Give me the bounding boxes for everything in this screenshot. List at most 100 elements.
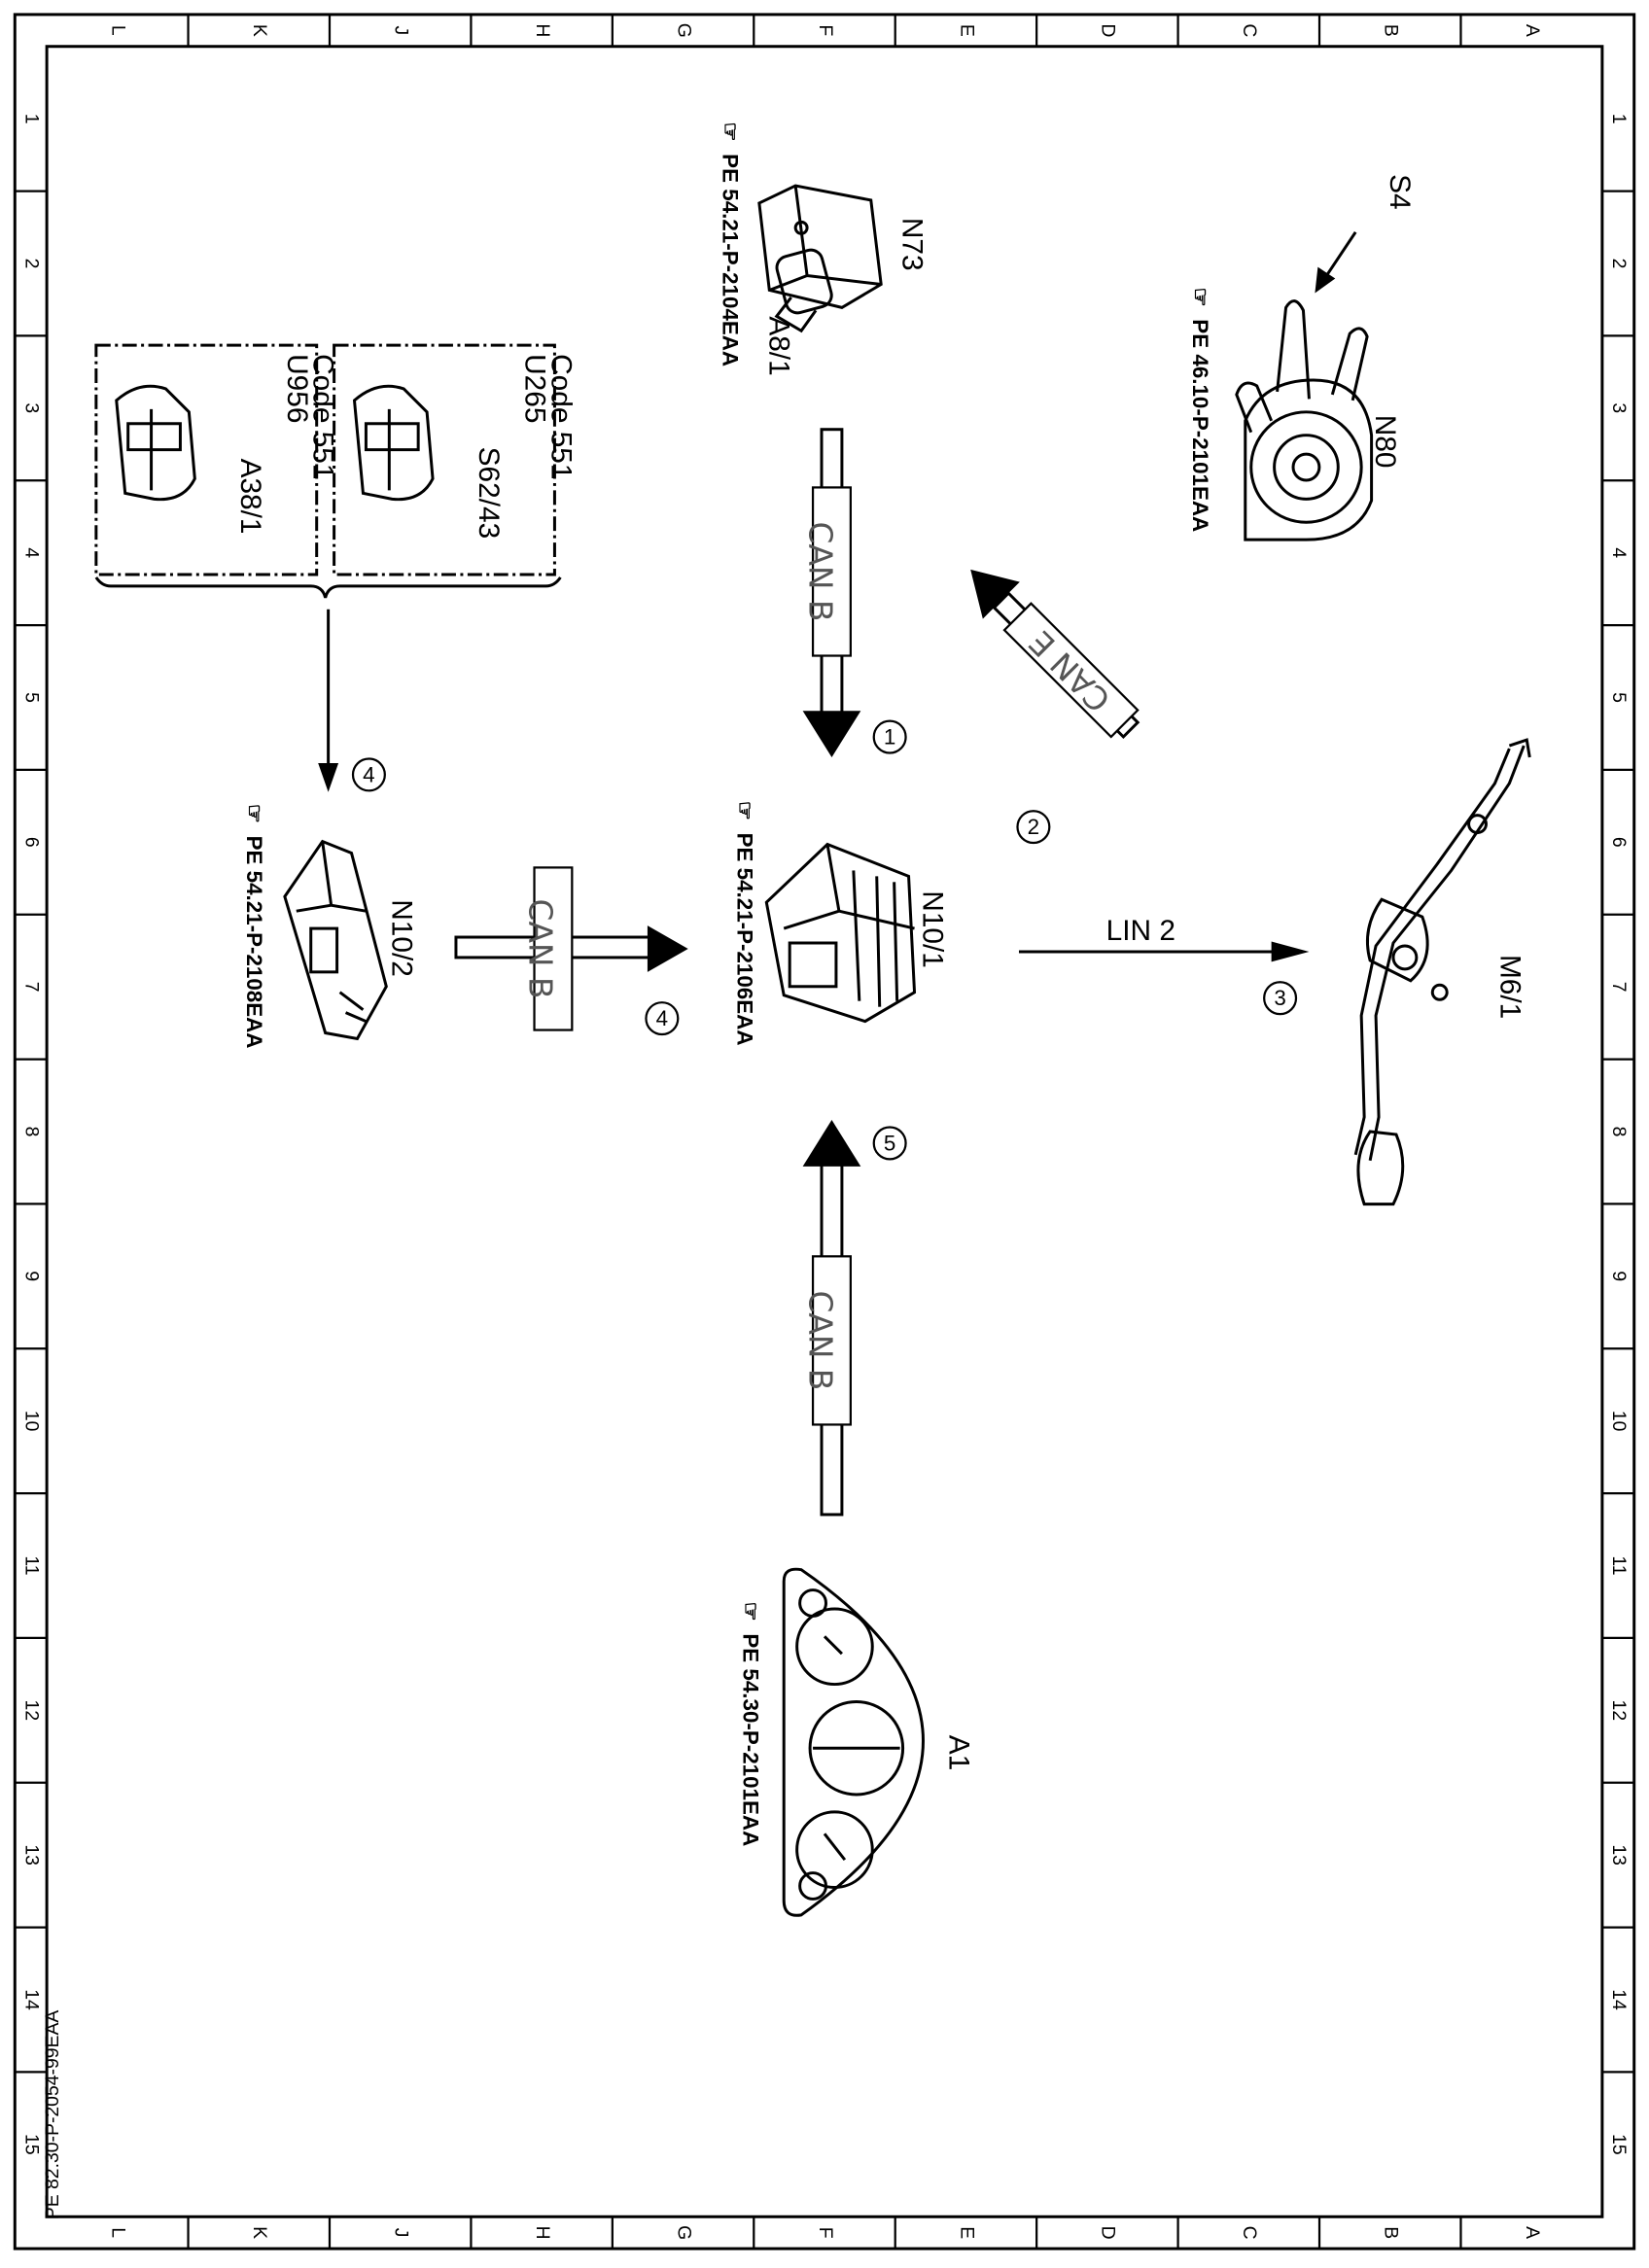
- bus-label: LIN 2: [1106, 915, 1175, 947]
- connection-number-badge: [1016, 810, 1051, 845]
- grid-column-label: F: [815, 24, 836, 36]
- a38-1-box: [94, 343, 319, 576]
- a38-1-code-line1: Code 551: [307, 354, 339, 479]
- optional-equipment-group: Code 551 U265 S62/43 Code 551 U956 A38/1…: [94, 343, 577, 792]
- grid-row-label: 15: [21, 2134, 43, 2155]
- outer-border: [13, 13, 1636, 2251]
- n10-1-icon: [764, 842, 917, 1024]
- grid-row-label: 2: [21, 259, 43, 269]
- grid-column-label: H: [532, 2226, 553, 2240]
- bus-arrowhead: [647, 925, 688, 972]
- bus-arrowhead: [802, 1120, 861, 1167]
- connection-5: CAN B 5: [802, 1120, 907, 1517]
- grid-row-label: 5: [21, 692, 43, 703]
- connection-number: 3: [1274, 986, 1285, 1010]
- connection-number-badge: [1263, 981, 1298, 1016]
- a38-1-code-line2: U956: [281, 354, 313, 423]
- connection-number: 4: [656, 1006, 668, 1030]
- connection-number-badge: [872, 719, 907, 754]
- s62-43-code-line2: U265: [519, 354, 551, 423]
- grid-row-label: 8: [1608, 1127, 1630, 1137]
- grid-column-label: C: [1239, 2226, 1260, 2240]
- grid-row-label: 1: [21, 114, 43, 124]
- n10-2-sam-module: N10/2 ☞ PE 54.21-P-2108EAA: [242, 804, 417, 1049]
- grid-row-label: 11: [21, 1555, 43, 1575]
- grid-row-label: 7: [21, 982, 43, 993]
- connection-1: CAN B 1: [802, 428, 907, 757]
- bus-label-box: [533, 866, 574, 1031]
- connection-number-badge: [872, 1126, 907, 1161]
- n10-1-label: N10/1: [916, 890, 948, 968]
- group-brace: [94, 576, 562, 599]
- bus-label-box: [811, 486, 852, 657]
- s4-pointer-line: [1325, 230, 1357, 277]
- connection-number: 5: [884, 1131, 895, 1155]
- grid-column-label: D: [1098, 2226, 1119, 2240]
- s62-43-label: S62/43: [473, 447, 505, 540]
- connection-2: CAN E 2: [970, 569, 1140, 845]
- bus-label: CAN B: [522, 899, 559, 999]
- a38-1-icon: [115, 384, 196, 502]
- grid-column-label: A: [1522, 24, 1543, 37]
- grid-column-label: B: [1381, 2226, 1402, 2239]
- m6-1-wiper-motor: M6/1: [1353, 738, 1531, 1206]
- bus-arrowhead: [802, 711, 861, 757]
- s62-43-box: [333, 343, 556, 576]
- grid-row-label: 13: [21, 1844, 43, 1866]
- a1-instrument-cluster: A1 ☞ PE 54.30-P-2101EAA: [738, 1567, 974, 1917]
- grid-column-label: B: [1381, 24, 1402, 37]
- n80-ref: PE 46.10-P-2101EAA: [1188, 319, 1212, 532]
- m6-1-label: M6/1: [1493, 955, 1526, 1019]
- hand-pointer-icon: ☞: [732, 801, 756, 820]
- inner-border: [45, 45, 1604, 2218]
- grid-column-label: G: [673, 23, 694, 38]
- grid-row-label: 2: [1608, 259, 1630, 269]
- grid-row-label: 12: [21, 1700, 43, 1722]
- a38-1-label: A38/1: [234, 459, 266, 535]
- grid-row-label: 11: [1608, 1555, 1630, 1575]
- grid-column-label: J: [391, 25, 412, 35]
- grid-row-label: 7: [1608, 982, 1630, 993]
- connection-4: CAN B 4: [454, 866, 688, 1036]
- grid-row-label: 12: [1608, 1700, 1630, 1722]
- grid-column-label: J: [391, 2228, 412, 2238]
- side-connection-badge: [351, 757, 386, 792]
- connection-3: LIN 2 3: [1018, 915, 1310, 1016]
- connection-number: 2: [1028, 815, 1039, 839]
- grid-row-label: 6: [1608, 837, 1630, 848]
- grid-column-label: D: [1098, 23, 1119, 37]
- connection-number: 1: [884, 725, 895, 750]
- n10-1-sam-module: N10/1 ☞ PE 54.21-P-2106EAA: [732, 801, 948, 1046]
- grid-column-label: E: [956, 2226, 977, 2239]
- grid-row-label: 14: [21, 1989, 43, 2010]
- connection-number-badge: [645, 1001, 680, 1036]
- grid-row-label: 14: [1608, 1989, 1630, 2010]
- grid-row-label: 4: [1608, 547, 1630, 558]
- n73-icon: [757, 184, 883, 333]
- grid-row-label: 9: [21, 1271, 43, 1281]
- n73-ignition-switch: N73 A8/1 ☞ PE 54.21-P-2104EAA: [719, 122, 929, 375]
- grid-column-label: C: [1239, 23, 1260, 37]
- bus-label-box: [811, 1255, 852, 1426]
- bus-label-box: [1002, 602, 1140, 739]
- n80-steering-column-module: N80 ☞ PE 46.10-P-2101EAA S4: [1188, 174, 1416, 541]
- bus-label: CAN E: [1022, 623, 1117, 718]
- n10-1-ref: PE 54.21-P-2106EAA: [732, 833, 756, 1046]
- grid-tick-marks: [15, 14, 1634, 2250]
- m6-1-icon: [1353, 738, 1531, 1206]
- grid-column-label: K: [249, 24, 270, 37]
- a1-ref: PE 54.30-P-2101EAA: [738, 1633, 762, 1846]
- hand-pointer-icon: ☞: [719, 122, 743, 141]
- grid-column-label: L: [108, 25, 129, 36]
- a1-icon: [782, 1567, 925, 1917]
- grid-row-label: 10: [21, 1411, 43, 1432]
- side-connection-number: 4: [363, 762, 374, 786]
- grid-column-label: G: [673, 2225, 694, 2240]
- grid-row-label: 8: [21, 1127, 43, 1137]
- bus-arrowhead: [970, 569, 1020, 619]
- grid-row-label: 3: [21, 402, 43, 413]
- n73-ref: PE 54.21-P-2104EAA: [719, 154, 743, 366]
- hand-pointer-icon: ☞: [738, 1602, 762, 1622]
